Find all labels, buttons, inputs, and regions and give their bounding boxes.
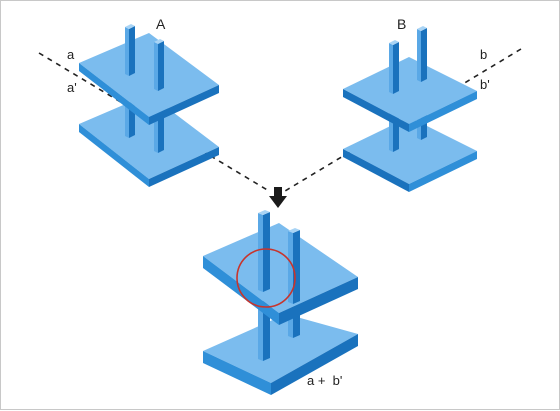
- posts-a-upper: [125, 24, 164, 91]
- plate-b-prime: [343, 117, 477, 192]
- label-plane-b: b: [480, 47, 487, 62]
- label-plane-a-prime: a': [67, 80, 77, 95]
- highlight-circle: [236, 248, 296, 308]
- plate-a: [79, 33, 219, 125]
- label-group-a: A: [156, 16, 166, 32]
- posts-b-upper: [389, 26, 427, 94]
- combined-assembly: [203, 210, 358, 395]
- group-b: [343, 26, 477, 192]
- label-plane-b-prime: b': [480, 77, 490, 92]
- down-arrow-icon: [269, 187, 287, 208]
- combined-lower-plate: [203, 314, 358, 395]
- label-group-b: B: [397, 16, 406, 32]
- group-a: [79, 24, 219, 187]
- combined-upper-plate: [203, 223, 358, 325]
- plate-b: [343, 57, 477, 132]
- label-combined: a + b': [307, 373, 342, 388]
- label-plane-a: a: [67, 47, 75, 62]
- plate-a-prime: [79, 94, 219, 187]
